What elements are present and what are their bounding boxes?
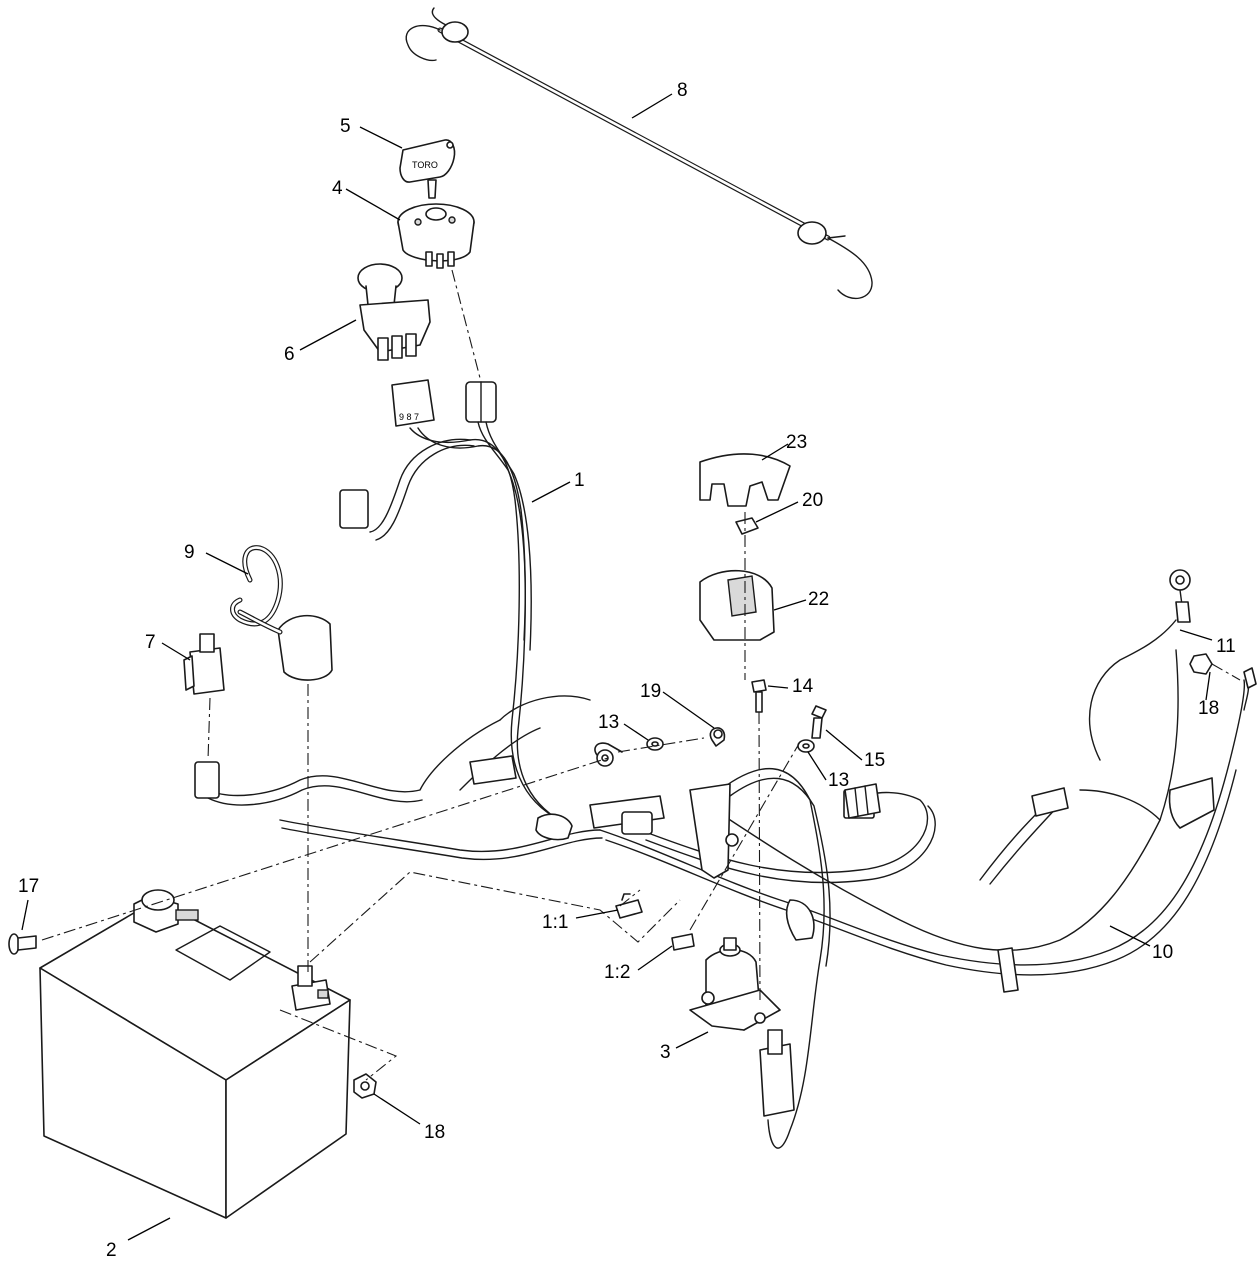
nut-part-18-left [353, 1073, 377, 1099]
assembly-centerlines [41, 269, 1241, 1081]
relay-part-7 [183, 633, 225, 695]
callout-17: 17 [18, 876, 39, 897]
hook-rod-part-8 [405, 7, 873, 300]
callout-8: 8 [677, 80, 688, 101]
harness-multi-pin-connector [844, 783, 881, 819]
ignition-harness-connector [465, 381, 497, 423]
connector-pin-labels: 9 8 7 [399, 412, 419, 422]
callout-22: 22 [808, 589, 829, 610]
callout-leader-lines [21, 93, 1213, 1241]
callout-10: 10 [1152, 942, 1173, 963]
bolt-part-14 [751, 679, 767, 713]
battery-terminal-lug [596, 749, 614, 767]
ignition-key-part-5: TORO [399, 139, 456, 199]
battery-cable-part-9 [230, 545, 333, 681]
callout-1-2: 1:2 [604, 962, 630, 983]
pto-harness-connector: 9 8 7 [391, 379, 435, 427]
washer-part-13-right [797, 739, 815, 753]
ignition-switch-part-4 [397, 203, 475, 269]
callout-20: 20 [802, 490, 823, 511]
callout-4: 4 [332, 178, 343, 199]
terminal-boot-part-22 [699, 569, 775, 641]
callout-14: 14 [792, 676, 814, 697]
callout-5: 5 [340, 116, 351, 137]
bolt-part-15 [811, 705, 827, 739]
callout-6: 6 [284, 344, 295, 365]
ground-wire-part-11 [1169, 569, 1257, 711]
washer-part-13-left [646, 737, 664, 751]
callout-15: 15 [864, 750, 885, 771]
callout-18-left: 18 [424, 1122, 445, 1143]
callout-9: 9 [184, 542, 195, 563]
battery-part-2 [39, 889, 351, 1219]
fuse-part-1-1 [615, 893, 643, 919]
callout-23: 23 [786, 432, 807, 453]
callout-13-right: 13 [828, 770, 849, 791]
callout-7: 7 [145, 632, 156, 653]
fuse-part-1-2 [671, 933, 695, 951]
terminal-cover-part-23 [699, 453, 791, 507]
nut-part-20 [735, 517, 759, 535]
wing-nut-part-19 [709, 727, 726, 747]
callout-3: 3 [660, 1042, 671, 1063]
callout-13-left: 13 [598, 712, 619, 733]
callout-1: 1 [574, 470, 585, 491]
callout-labels: 8 5 4 6 1 23 20 9 22 11 7 14 19 13 18 15… [18, 80, 1236, 1261]
callout-2: 2 [106, 1240, 117, 1261]
callout-11: 11 [1216, 636, 1236, 657]
nut-part-18-right [1189, 653, 1213, 675]
pto-switch-part-6 [357, 263, 431, 361]
key-brand-text: TORO [412, 160, 438, 170]
callout-18-right: 18 [1198, 698, 1219, 719]
carriage-bolt-part-17 [8, 933, 37, 955]
callout-1-1: 1:1 [542, 912, 568, 933]
callout-19: 19 [640, 681, 661, 702]
starter-solenoid-part-3 [689, 937, 781, 1031]
